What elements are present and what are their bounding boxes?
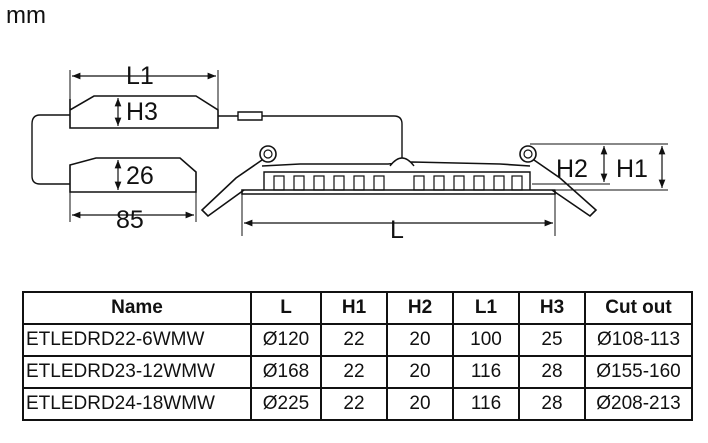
table-header-row: Name L H1 H2 L1 H3 Cut out xyxy=(22,291,693,325)
w85-label: 85 xyxy=(116,206,144,234)
cell-l1: 116 xyxy=(452,387,520,421)
header-l: L xyxy=(250,291,322,325)
cell-l: Ø225 xyxy=(250,387,322,421)
spec-table: Name L H1 H2 L1 H3 Cut out ETLEDRD22-6WM… xyxy=(22,291,693,421)
panel-bottom-outline xyxy=(241,189,556,195)
header-h1: H1 xyxy=(320,291,388,325)
cell-l1: 100 xyxy=(452,323,520,357)
cable-to-panel xyxy=(218,111,403,160)
cell-cutout: Ø108-113 xyxy=(584,323,693,357)
cell-h3: 28 xyxy=(518,355,586,389)
cell-cutout: Ø208-213 xyxy=(584,387,693,421)
cable-left-loop xyxy=(31,114,70,185)
l-label: L xyxy=(390,216,404,244)
cell-l1: 116 xyxy=(452,355,520,389)
cell-name: ETLEDRD23-12WMW xyxy=(22,355,252,389)
table-row: ETLEDRD23-12WMW Ø168 22 20 116 28 Ø155-1… xyxy=(22,355,693,389)
header-cutout: Cut out xyxy=(584,291,693,325)
cell-h2: 20 xyxy=(386,355,454,389)
h1-label: H1 xyxy=(616,155,648,183)
cell-cutout: Ø155-160 xyxy=(584,355,693,389)
spring-left xyxy=(259,145,277,163)
h26-label: 26 xyxy=(126,162,154,190)
heatsink-fins xyxy=(273,175,523,191)
cell-name: ETLEDRD24-18WMW xyxy=(22,387,252,421)
cell-h1: 22 xyxy=(320,355,388,389)
cell-h2: 20 xyxy=(386,323,454,357)
cell-l: Ø168 xyxy=(250,355,322,389)
spring-right xyxy=(519,145,537,163)
luminaire-dimension-drawing: L1 H3 26 85 H2 H1 L xyxy=(31,62,668,244)
header-l1: L1 xyxy=(452,291,520,325)
cell-h1: 22 xyxy=(320,387,388,421)
header-h2: H2 xyxy=(386,291,454,325)
unit-label: mm xyxy=(6,2,46,29)
clip-right xyxy=(533,159,598,218)
connector-dome xyxy=(389,157,415,167)
header-h3: H3 xyxy=(518,291,586,325)
table-row: ETLEDRD22-6WMW Ø120 22 20 100 25 Ø108-11… xyxy=(22,323,693,357)
l1-label: L1 xyxy=(126,62,154,90)
driver-box-top xyxy=(69,95,219,129)
cell-h2: 20 xyxy=(386,387,454,421)
cell-l: Ø120 xyxy=(250,323,322,357)
h3-label: H3 xyxy=(126,98,158,126)
cell-name: ETLEDRD22-6WMW xyxy=(22,323,252,357)
cell-h3: 28 xyxy=(518,387,586,421)
panel-heatsink xyxy=(263,171,531,190)
table-row: ETLEDRD24-18WMW Ø225 22 20 116 28 Ø208-2… xyxy=(22,387,693,421)
cell-h3: 25 xyxy=(518,323,586,357)
clip-left xyxy=(200,159,263,218)
cell-h1: 22 xyxy=(320,323,388,357)
h2-label: H2 xyxy=(556,155,588,183)
header-name: Name xyxy=(22,291,252,325)
